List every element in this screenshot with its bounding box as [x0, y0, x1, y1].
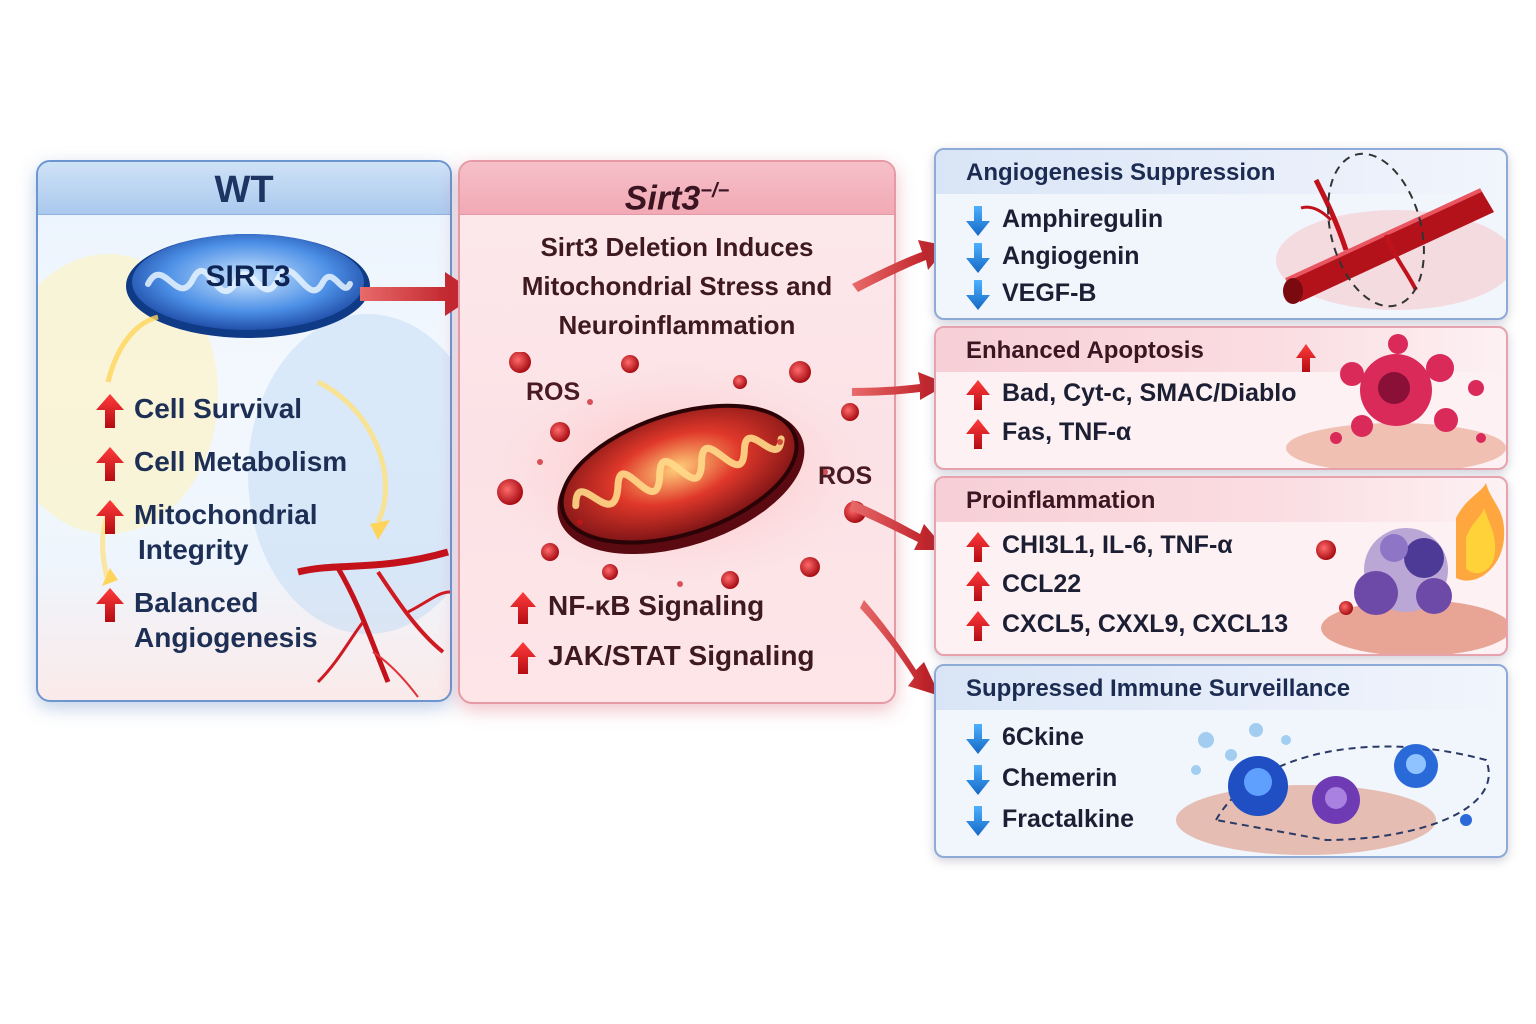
wt-item-label: Cell Metabolism [134, 446, 348, 477]
sirt3-ko-title-text: Sirt3 [624, 179, 701, 218]
up-arrow-icon [96, 394, 124, 428]
sirt3-ko-panel: Sirt3−/− Sirt3 Deletion Induces Mitochon… [458, 160, 896, 704]
up-arrow-icon [510, 642, 536, 674]
outcome-item-label: Angiogenin [1002, 242, 1140, 270]
up-arrow-icon [966, 611, 990, 641]
outcome-enhanced-apoptosis: Enhanced Apoptosis Bad, Cyt-c, SMAC/Diab… [934, 326, 1508, 470]
up-arrow-icon [96, 447, 124, 481]
up-arrow-icon [966, 532, 990, 562]
up-arrow-icon [96, 500, 124, 534]
outcome-proinflammation: Proinflammation CHI3L1, IL-6, TNF-α CCL2… [934, 476, 1508, 656]
wt-to-ko-arrow-icon [360, 272, 478, 316]
down-arrow-icon [966, 243, 990, 273]
down-arrow-icon [966, 724, 990, 754]
apoptotic-cell-icon [1286, 334, 1506, 468]
down-arrow-icon [966, 806, 990, 836]
sirt3-ko-title: Sirt3−/− [460, 162, 894, 218]
sirt3-mitochondrion-icon [126, 234, 370, 338]
outcome-item-label: Fas, TNF-α [1002, 418, 1132, 446]
arrow-to-angiogenesis [852, 240, 948, 292]
outcome-item-label: CHI3L1, IL-6, TNF-α [1002, 531, 1233, 559]
wt-item-label: Cell Survival [134, 393, 303, 424]
down-arrow-icon [966, 280, 990, 310]
inflamed-immune-cells-icon [1316, 483, 1506, 654]
outcome-title: Enhanced Apoptosis [936, 328, 1506, 372]
arrow-to-apoptosis [852, 372, 948, 400]
outcome-item-label: Chemerin [1002, 764, 1118, 792]
up-arrow-icon [510, 592, 536, 624]
up-arrow-icon [96, 588, 124, 622]
outcome-title: Proinflammation [936, 478, 1506, 522]
outcome-angiogenesis-suppression: Angiogenesis Suppression Amphiregulin An… [934, 148, 1508, 320]
arrow-to-immune-surveillance [860, 600, 940, 696]
outcome-connector-arrows [850, 240, 948, 696]
wt-title: WT [38, 162, 450, 215]
vessel-illustration-icon [1276, 152, 1506, 310]
immune-cells-icon [1176, 723, 1490, 855]
sirt3-label: SIRT3 [205, 260, 291, 293]
arrow-to-proinflammation [850, 500, 946, 550]
outcome-item-label: 6Ckine [1002, 723, 1084, 751]
outcome-item-label: Bad, Cyt-c, SMAC/Diablo [1002, 379, 1297, 407]
ko-signal-label: JAK/STAT Signaling [548, 640, 815, 671]
blood-vessel-icon [297, 548, 450, 698]
wt-item-label: Balanced [134, 587, 259, 618]
wt-item-label-line2: Angiogenesis [134, 622, 318, 653]
cycle-arrows-icon [100, 314, 390, 586]
ko-subtitle-line1: Sirt3 Deletion Induces [540, 232, 814, 262]
outcome-item-label: Amphiregulin [1002, 205, 1164, 233]
ko-signal-label: NF-κB Signaling [548, 590, 765, 621]
ros-label-1: ROS [526, 378, 581, 406]
up-arrow-icon [966, 380, 990, 410]
outcome-item-label: VEGF-B [1002, 279, 1097, 307]
ko-subtitle-line3: Neuroinflammation [558, 310, 796, 340]
down-arrow-icon [966, 765, 990, 795]
ko-subtitle-line2: Mitochondrial Stress and [521, 271, 833, 301]
outcome-item-label: CXCL5, CXXL9, CXCL13 [1002, 610, 1289, 638]
sirt3-ko-title-superscript: −/− [700, 180, 730, 202]
outcome-title: Suppressed Immune Surveillance [936, 666, 1506, 710]
stressed-mitochondrion-icon [490, 352, 870, 589]
outcome-title: Angiogenesis Suppression [936, 150, 1506, 194]
wt-item-label-line2: Integrity [138, 534, 249, 565]
ros-label-2: ROS [818, 462, 873, 490]
wt-item-label: Mitochondrial [134, 499, 318, 530]
down-arrow-icon [966, 206, 990, 236]
up-arrow-icon [966, 571, 990, 601]
up-arrow-icon [966, 419, 990, 449]
outcome-item-label: CCL22 [1002, 570, 1082, 598]
outcome-item-label: Fractalkine [1002, 805, 1135, 833]
outcome-suppressed-immune-surveillance: Suppressed Immune Surveillance 6Ckine Ch… [934, 664, 1508, 858]
wt-panel: WT SIRT3 Cell Survival Cell Metabolism M… [36, 160, 452, 702]
